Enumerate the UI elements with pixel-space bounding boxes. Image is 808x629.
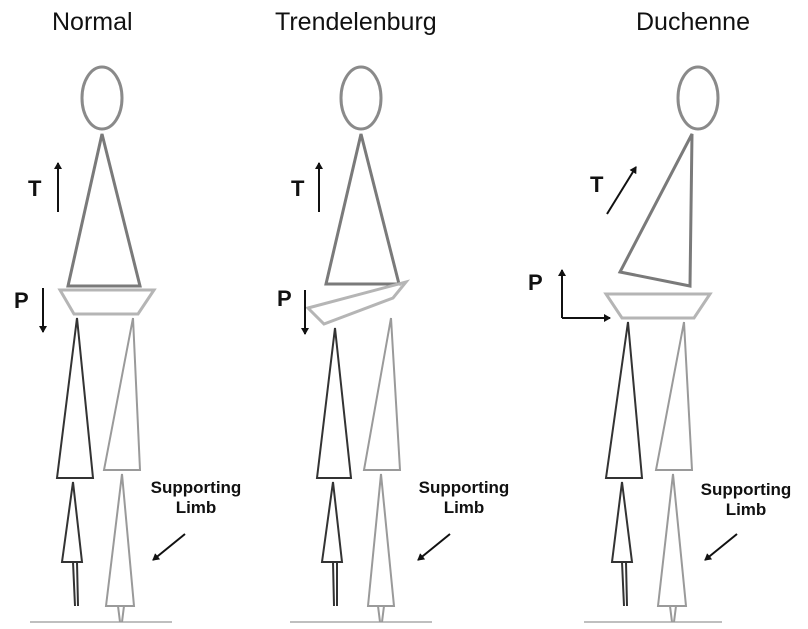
head	[678, 67, 718, 129]
trunk-label: T	[590, 172, 603, 198]
supporting-limb-label: Supporting Limb	[402, 478, 526, 518]
pelvis-label: P	[14, 288, 29, 314]
supporting-limb-label-line2: Limb	[684, 500, 808, 520]
left-limb	[606, 322, 642, 606]
trunk-arrow	[607, 167, 636, 214]
trunk-label: T	[28, 176, 41, 202]
trunk	[620, 134, 692, 286]
supporting-limb-label: Supporting Limb	[684, 480, 808, 520]
left-limb	[317, 328, 351, 606]
supporting-limb-label-line1: Supporting	[134, 478, 258, 498]
left-limb	[57, 318, 93, 606]
supporting-limb-label: Supporting Limb	[134, 478, 258, 518]
supporting-limb	[656, 322, 692, 622]
trunk	[326, 134, 399, 284]
supporting-limb	[364, 318, 400, 622]
figure-normal	[30, 67, 185, 622]
support-arrow	[705, 534, 737, 560]
head	[82, 67, 122, 129]
trunk-label: T	[291, 176, 304, 202]
pelvis-label: P	[277, 286, 292, 312]
support-arrow	[418, 534, 450, 560]
pelvis-label: P	[528, 270, 543, 296]
figure-trendelenburg	[290, 67, 450, 622]
trunk	[68, 134, 140, 286]
supporting-limb-label-line1: Supporting	[684, 480, 808, 500]
pelvis	[60, 290, 154, 314]
pelvis	[308, 282, 406, 324]
head	[341, 67, 381, 129]
support-arrow	[153, 534, 185, 560]
supporting-limb-label-line1: Supporting	[402, 478, 526, 498]
supporting-limb-label-line2: Limb	[402, 498, 526, 518]
figure-duchenne	[562, 67, 737, 622]
supporting-limb	[104, 318, 140, 622]
supporting-limb-label-line2: Limb	[134, 498, 258, 518]
pelvis	[606, 294, 710, 318]
